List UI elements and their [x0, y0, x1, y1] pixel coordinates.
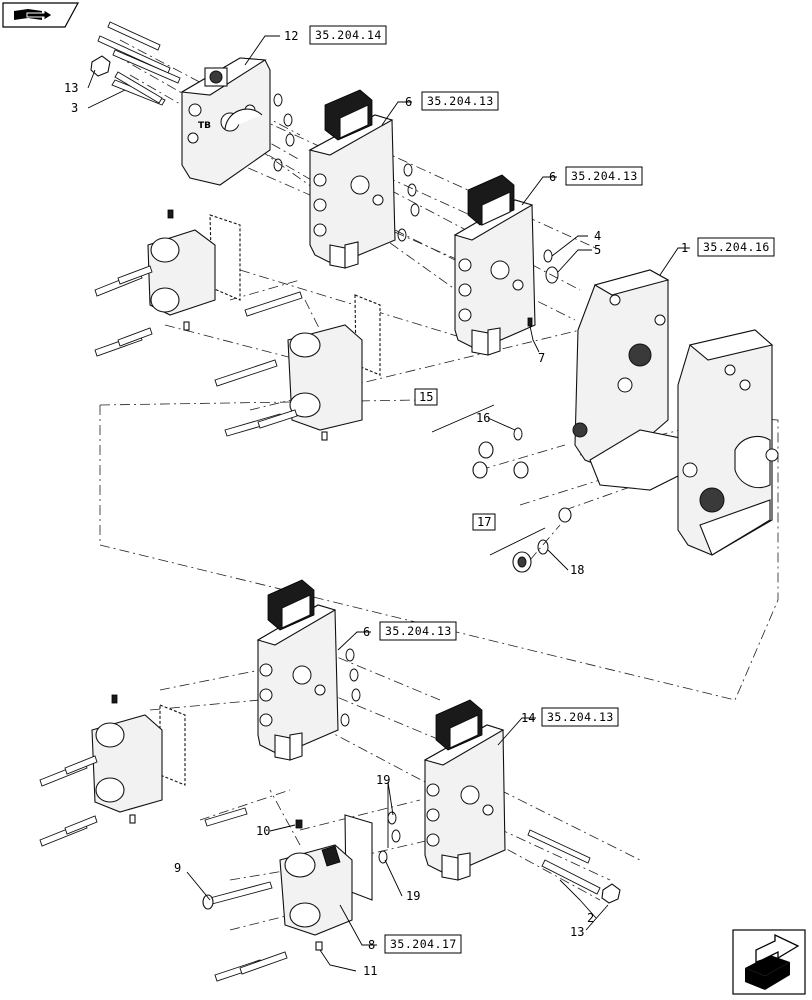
ref-link-label: 35.204.13	[571, 169, 638, 183]
fitting-part-11	[315, 941, 323, 951]
screw-part-9	[202, 881, 273, 910]
valve-section-part-6-a	[308, 89, 396, 269]
tie-rod-part-3	[114, 71, 163, 104]
actuator-part-8	[279, 814, 373, 936]
o-rings-part-19	[378, 811, 401, 864]
snap-ring-part-16	[513, 427, 523, 441]
callout-16: 16	[476, 411, 490, 425]
callout-3: 3	[71, 101, 78, 115]
ref-link-35-204-17[interactable]: 35.204.17	[384, 934, 462, 954]
callout-4: 4	[594, 229, 601, 243]
ref-link-label: 35.204.14	[315, 28, 382, 42]
tie-rod-part-2	[527, 829, 601, 895]
plug-kit-part-15	[431, 404, 572, 523]
callout-15: 15	[419, 390, 433, 404]
plug-part-7	[527, 317, 533, 327]
callout-6-b: 6	[549, 170, 556, 184]
actuator-lower-left	[39, 694, 186, 847]
callout-6-a: 6	[405, 95, 412, 109]
callout-8: 8	[368, 938, 375, 952]
callout-13-bottom: 13	[570, 925, 584, 939]
svg-text:TB: TB	[198, 121, 211, 131]
callout-1: 1	[681, 241, 688, 255]
callout-6-c: 6	[363, 625, 370, 639]
o-ring-part-4	[543, 249, 553, 263]
ref-link-35-204-13-b[interactable]: 35.204.13	[565, 166, 643, 186]
o-rings-part-6-a	[397, 163, 420, 242]
snap-ring-part-18	[537, 539, 549, 555]
leader-lines	[87, 35, 690, 972]
callout-12: 12	[284, 29, 298, 43]
callout-17: 17	[477, 515, 491, 529]
ref-link-35-204-13-d[interactable]: 35.204.13	[541, 707, 619, 727]
back-to-index-button[interactable]	[2, 2, 80, 28]
book-arrow-icon	[14, 9, 53, 21]
boxed-callout-17: 17	[472, 513, 496, 531]
valve-section-part-6-b	[453, 174, 536, 356]
bolts-lower-left	[204, 807, 288, 982]
ref-link-label: 35.204.13	[427, 94, 494, 108]
tie-rod-bolts-top	[97, 21, 181, 106]
o-rings-part-6-c	[340, 648, 361, 727]
end-housing-part-1	[572, 269, 691, 491]
ref-link-label: 35.204.17	[390, 937, 457, 951]
ref-link-35-204-13-c[interactable]: 35.204.13	[379, 621, 457, 641]
o-ring-part-5	[545, 266, 559, 284]
callout-2: 2	[587, 911, 594, 925]
callout-13-top: 13	[64, 81, 78, 95]
plug-part-10	[295, 819, 303, 829]
callout-9: 9	[174, 861, 181, 875]
o-rings-part-12	[273, 93, 295, 172]
callout-11: 11	[363, 964, 377, 978]
assembly-outline	[99, 399, 779, 701]
actuator-upper-left	[94, 209, 241, 357]
callout-19-top: 19	[376, 773, 390, 787]
actuator-upper-middle	[214, 291, 381, 441]
boxed-callout-15: 15	[414, 388, 438, 406]
callout-7: 7	[538, 351, 545, 365]
nut-part-13-bottom	[601, 883, 621, 904]
ref-link-label: 35.204.13	[547, 710, 614, 724]
inlet-cover-part-12: TB	[180, 57, 271, 186]
callout-numbers: 12 13 3 6 6 4 5 1 7 16 18 6 14 19 10 9 1…	[64, 29, 688, 978]
end-housing-part-1-back	[677, 329, 779, 556]
valve-section-part-6-c	[256, 579, 339, 761]
ref-link-35-204-16[interactable]: 35.204.16	[697, 237, 775, 257]
next-page-arrow-icon	[745, 933, 800, 990]
nut-part-13-top	[90, 55, 111, 77]
ref-link-35-204-14[interactable]: 35.204.14	[309, 25, 387, 45]
ref-link-label: 35.204.13	[385, 624, 452, 638]
ref-link-label: 35.204.16	[703, 240, 770, 254]
callout-10: 10	[256, 824, 270, 838]
next-page-button[interactable]	[732, 929, 806, 995]
callout-18: 18	[570, 563, 584, 577]
ref-link-35-204-13-a[interactable]: 35.204.13	[421, 91, 499, 111]
callout-14: 14	[521, 711, 535, 725]
callout-19-bottom: 19	[406, 889, 420, 903]
callout-5: 5	[594, 243, 601, 257]
valve-section-part-14	[423, 699, 506, 881]
plug-kit-part-17	[489, 527, 546, 573]
